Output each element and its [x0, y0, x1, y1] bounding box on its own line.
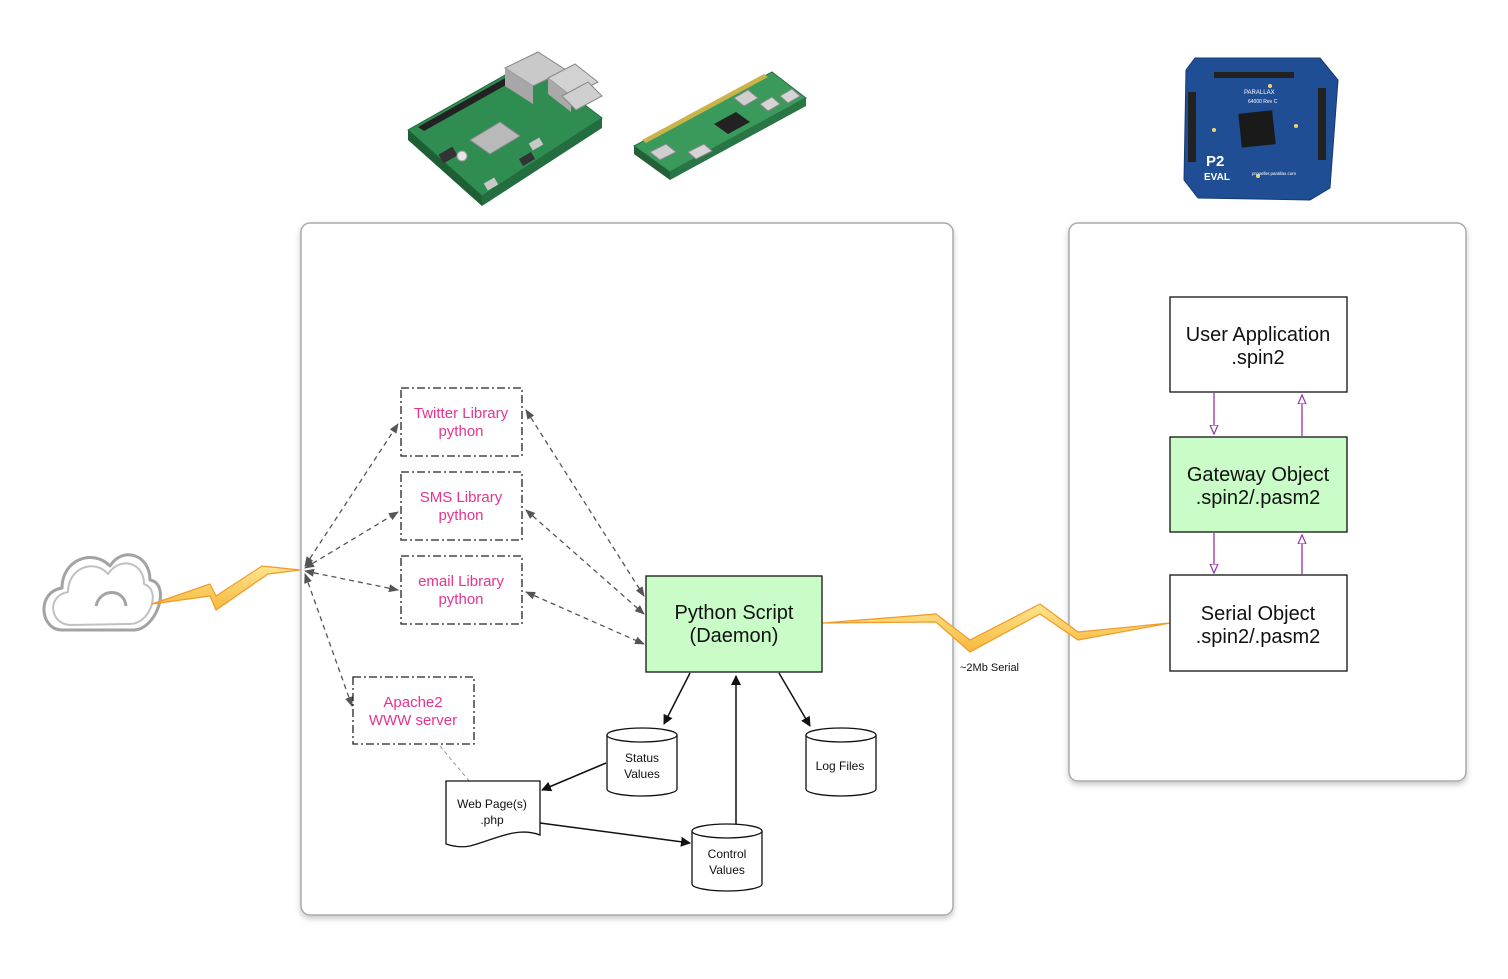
apache-server-box [352, 676, 475, 745]
webpage-to-control-arrow [539, 822, 691, 847]
user-application-ext: .spin2 [1231, 347, 1284, 369]
web-page-document [445, 780, 541, 848]
sms-library-title: SMS Library [420, 489, 503, 506]
raspberry-pi-panel [300, 222, 954, 916]
status-values-subtitle: Values [624, 767, 660, 781]
internet-to-sms-link [304, 511, 399, 569]
lightning-link-icon [151, 565, 301, 611]
raspberry-pi-4-board-icon [407, 51, 603, 206]
log-files-title: Log Files [816, 759, 865, 773]
serial-object-title: Serial Object [1201, 603, 1316, 625]
python-script-box [645, 575, 823, 673]
p2-model-label: 64000 Rev C [1248, 99, 1278, 105]
email-library-box [400, 555, 523, 625]
python-to-logfiles-arrow [778, 672, 811, 727]
log-files-store [805, 727, 877, 797]
raspberry-pi-zero-board-icon [633, 71, 807, 180]
gateway-object-title: Gateway Object [1187, 464, 1330, 486]
p2-eval-board-icon: PARALLAX 64000 Rev C P2 EVAL propeller.p… [1183, 57, 1339, 201]
status-to-webpage-arrow [541, 762, 607, 792]
apache-server-subtitle: WWW server [369, 712, 457, 729]
python-to-status-arrow [663, 672, 691, 725]
python-script-subtitle: (Daemon) [690, 625, 779, 647]
p2-name-label: P2 [1206, 153, 1224, 170]
twitter-library-lang: python [438, 423, 483, 440]
email-library-title: email Library [418, 573, 504, 590]
web-page-title: Web Page(s) [457, 797, 527, 811]
user-application-title: User Application [1186, 324, 1331, 346]
cloud-icon [42, 553, 162, 632]
web-page-subtitle: .php [480, 813, 504, 827]
python-script-title: Python Script [675, 602, 794, 624]
twitter-library-title: Twitter Library [414, 405, 509, 422]
email-library-lang: python [438, 591, 483, 608]
serial-object-box [1169, 574, 1348, 672]
status-values-title: Status [625, 751, 659, 765]
sms-library-lang: python [438, 507, 483, 524]
status-values-store [606, 727, 678, 797]
control-values-subtitle: Values [709, 863, 745, 877]
email-to-python-link [525, 591, 645, 645]
p2-sub-label: EVAL [1204, 172, 1230, 183]
control-values-store [691, 823, 763, 892]
p2-url-label: propeller.parallax.com [1252, 171, 1296, 176]
serial-object-ext: .spin2/.pasm2 [1196, 626, 1321, 648]
gateway-object-box [1169, 436, 1348, 533]
sms-library-box [400, 471, 523, 541]
twitter-library-box [400, 387, 523, 457]
apache-server-title: Apache2 [383, 694, 442, 711]
control-values-title: Control [708, 847, 747, 861]
p2-brand-label: PARALLAX [1244, 90, 1275, 96]
user-application-box [1169, 296, 1348, 393]
gateway-object-ext: .spin2/.pasm2 [1196, 487, 1321, 509]
serial-link-label: ~2Mb Serial [960, 662, 1019, 674]
apache-to-webpage-link [439, 745, 471, 783]
